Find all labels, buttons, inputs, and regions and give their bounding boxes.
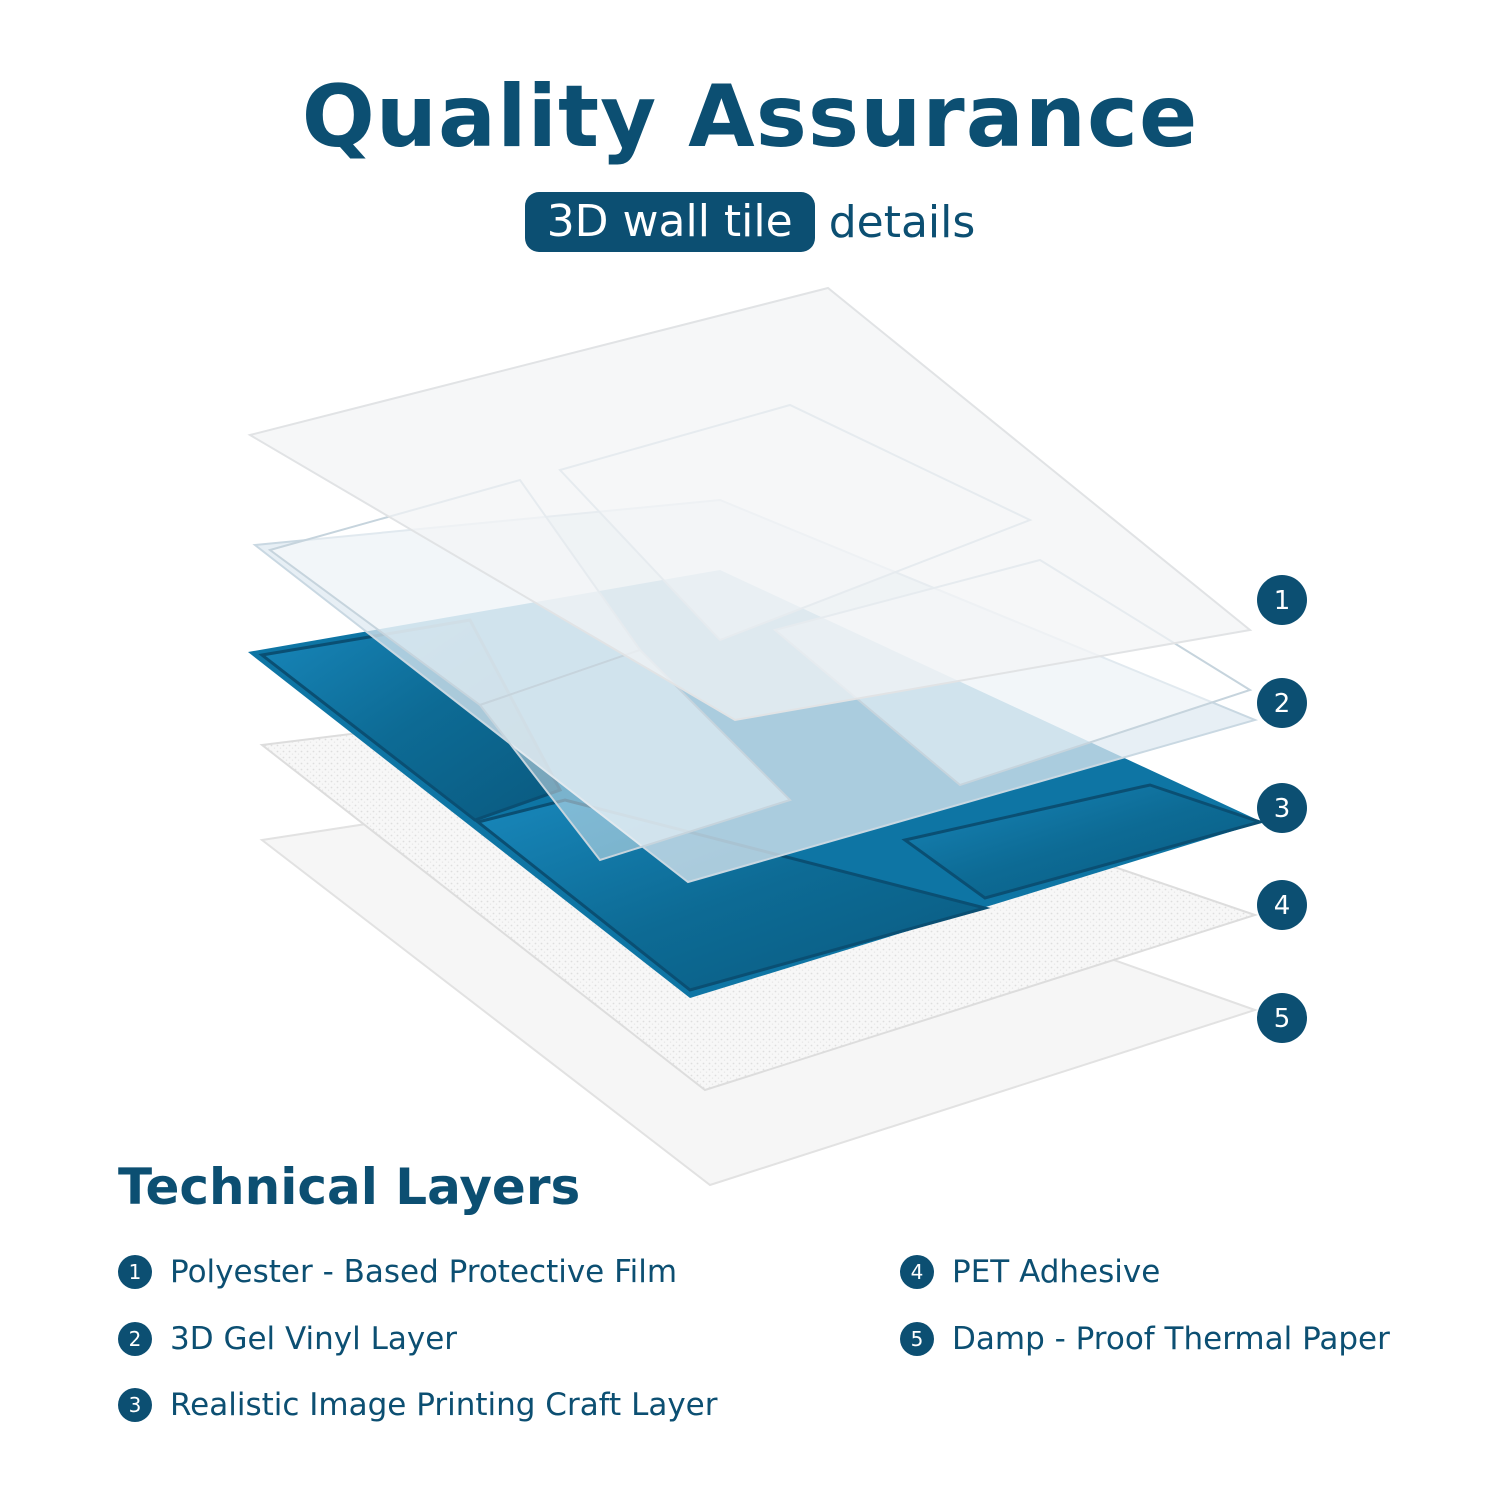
callout-badge-5: 5: [1257, 993, 1307, 1043]
callout-badge-2: 2: [1257, 678, 1307, 728]
callout-badge-3: 3: [1257, 783, 1307, 833]
technical-layers-title: Technical Layers: [118, 1158, 581, 1216]
svg-text:5: 5: [1274, 1004, 1291, 1034]
svg-text:4: 4: [1274, 891, 1291, 921]
layer-1-protective-film: [247, 286, 1253, 722]
subtitle-text: details: [828, 196, 976, 248]
subtitle: 3D wall tile details: [0, 192, 1500, 252]
svg-text:3: 3: [1274, 794, 1291, 824]
callout-badge-1: 1: [1257, 575, 1307, 625]
page-title: Quality Assurance: [301, 67, 1199, 167]
svg-text:2: 2: [1274, 689, 1291, 719]
callout-badge-4: 4: [1257, 880, 1307, 930]
product-pill: 3D wall tile: [524, 192, 815, 252]
svg-text:1: 1: [1274, 586, 1291, 616]
